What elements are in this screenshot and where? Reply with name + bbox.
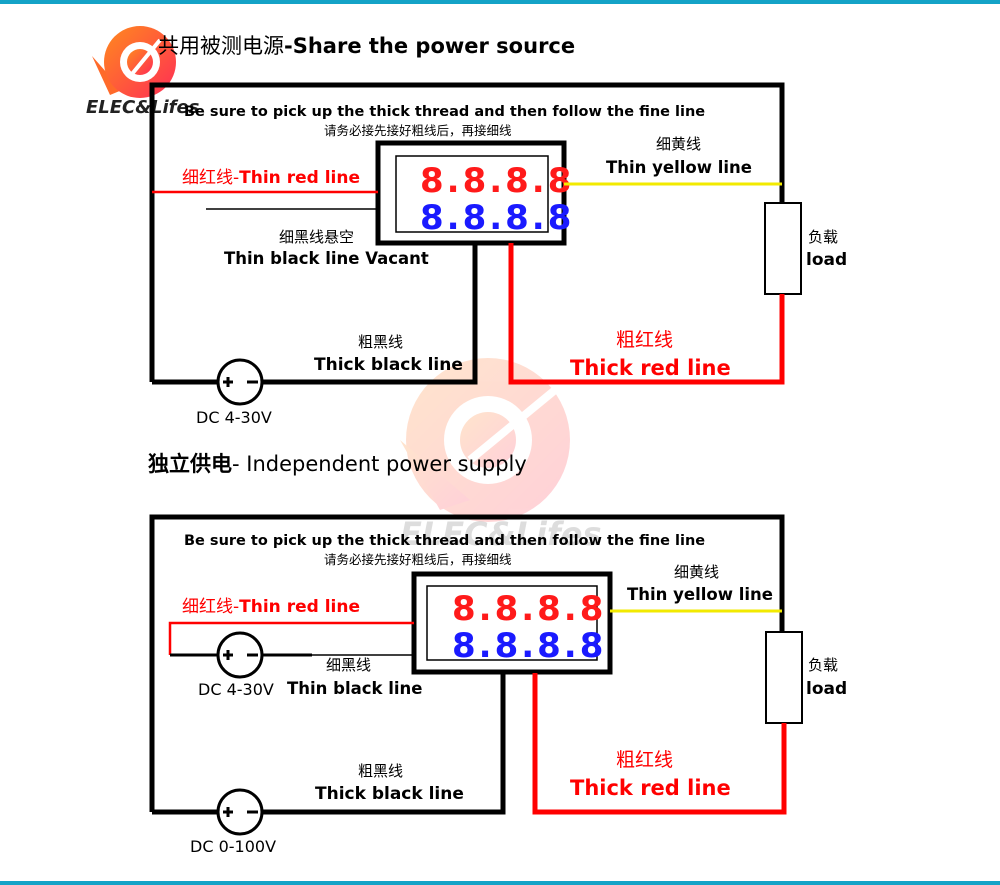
aux-dc-source-label: DC 4-30V: [198, 680, 274, 699]
aux-dc-source-icon: [216, 631, 264, 679]
thin-yellow-label-cn: 细黄线: [674, 563, 719, 581]
thick-red-label-cn: 粗红线: [616, 749, 673, 771]
display-readout-current: 8.8.8.8: [452, 626, 606, 666]
thick-black-line-wire: [262, 243, 478, 385]
dc-source-label: DC 0-100V: [190, 837, 276, 856]
thick-black-label-en: Thick black line: [315, 784, 464, 804]
top-accent-strip: [0, 0, 1000, 4]
thin-black-label-en: Thin black line Vacant: [224, 249, 429, 268]
dc-source-label: DC 4-30V: [196, 408, 272, 427]
watermark-text: ELEC&Lifes: [400, 515, 602, 553]
thick-red-wire: [508, 243, 785, 385]
thin-yellow-label-cn: 细黄线: [656, 135, 701, 153]
voltmeter-screen: [426, 585, 598, 661]
thick-red-label-cn: 粗红线: [616, 329, 673, 351]
load-label-cn: 负载: [808, 228, 838, 246]
thin-black-label-cn: 细黑线悬空: [279, 228, 354, 246]
load-label-en: load: [806, 679, 847, 699]
thin-yellow-label-en: Thin yellow line: [606, 158, 752, 177]
thick-red-wire: [532, 673, 787, 815]
thick-black-label-en: Thick black line: [314, 355, 463, 375]
load-label-en: load: [806, 250, 847, 270]
load-resistor: [765, 631, 803, 724]
instruction-cn: 请务必接先接好粗线后，再接细线: [324, 123, 512, 138]
thick-black-label-cn: 粗黑线: [358, 762, 403, 780]
diagram-shared-power: 共用被测电源-Share the power source Be sure to…: [149, 34, 847, 427]
instruction-en: Be sure to pick up the thick thread and …: [184, 104, 705, 120]
thick-black-frame-wire: [149, 82, 785, 382]
thick-black-label-cn: 粗黑线: [358, 333, 403, 351]
dc-source-icon: [216, 788, 264, 836]
thin-red-label: 细红线-Thin red line: [182, 168, 360, 188]
instruction-en: Be sure to pick up the thick thread and …: [184, 533, 705, 549]
load-label-cn: 负载: [808, 656, 838, 674]
diagram-independent-power: 独立供电- Independent power supply Be sure t…: [148, 452, 847, 856]
diagram-title: 共用被测电源-Share the power source: [158, 34, 575, 58]
thin-yellow-label-en: Thin yellow line: [627, 585, 773, 604]
bottom-accent-strip: [0, 881, 1000, 885]
thick-black-line-wire: [262, 673, 506, 815]
thin-black-label-en: Thin black line: [287, 679, 423, 698]
brand-name: ELEC&Lifes: [86, 97, 200, 118]
diagram-title: 独立供电- Independent power supply: [148, 452, 527, 476]
watermark-logo-icon: [400, 358, 570, 522]
dc-source-icon: [216, 358, 264, 406]
load-resistor: [764, 202, 802, 295]
thin-red-wire: [168, 621, 414, 655]
display-readout-voltage: 8.8.8.8: [452, 589, 606, 629]
brand-logo-icon: [92, 26, 176, 98]
display-readout-voltage: 8.8.8.8: [420, 161, 574, 201]
thin-red-label: 细红线-Thin red line: [182, 597, 360, 617]
voltmeter-screen: [395, 155, 549, 233]
thick-black-frame-wire: [149, 514, 785, 812]
instruction-cn: 请务必接先接好粗线后，再接细线: [324, 552, 512, 567]
thick-red-label-en: Thick red line: [570, 356, 731, 380]
display-readout-current: 8.8.8.8: [420, 198, 574, 238]
thick-red-label-en: Thick red line: [570, 776, 731, 800]
thin-black-label-cn: 细黑线: [326, 656, 371, 674]
